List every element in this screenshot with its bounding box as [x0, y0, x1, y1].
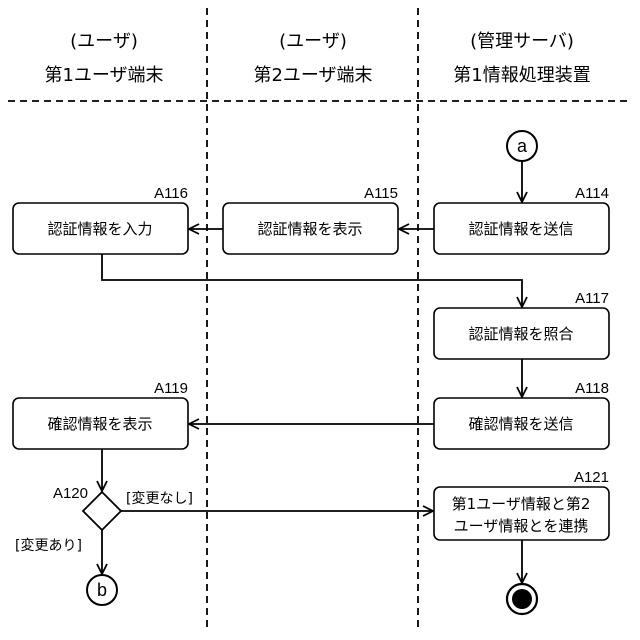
lane-2-role: (ユーザ): [279, 31, 347, 52]
step-a121-label-line2: ユーザ情報とを連携: [454, 517, 589, 535]
step-a117-label: 認証情報を照合: [468, 325, 573, 343]
step-a115-id: A115: [364, 185, 398, 202]
step-a119-id: A119: [154, 380, 188, 397]
connector-a: a: [507, 131, 537, 161]
connector-b-label: b: [97, 580, 107, 600]
step-a118-label: 確認情報を送信: [468, 415, 573, 433]
guard-no-change: [変更なし]: [126, 490, 193, 507]
step-a115-label: 認証情報を表示: [257, 220, 362, 238]
lane-2-name: 第2ユーザ端末: [253, 65, 372, 86]
step-a118-id: A118: [575, 380, 609, 397]
lane-1-role: (ユーザ): [70, 31, 138, 52]
lane-3-role: (管理サーバ): [470, 31, 574, 52]
decision-a120-id: A120: [53, 485, 88, 502]
arrow-a116-to-a117: [102, 254, 522, 307]
step-a116-id: A116: [154, 185, 188, 202]
lane-3-name: 第1情報処理装置: [453, 65, 590, 86]
connector-a-label: a: [517, 136, 528, 156]
step-a114-label: 認証情報を送信: [468, 220, 573, 238]
decision-a120-diamond: [83, 492, 121, 530]
step-a119-label: 確認情報を表示: [47, 415, 152, 433]
guard-changed: [変更あり]: [15, 537, 82, 554]
lane-1-name: 第1ユーザ端末: [44, 65, 163, 86]
step-a114-id: A114: [575, 185, 609, 202]
step-a116-label: 認証情報を入力: [47, 220, 152, 238]
final-node: [507, 584, 537, 614]
step-a121-id: A121: [574, 469, 609, 486]
step-a121-label-line1: 第1ユーザ情報と第2: [452, 495, 591, 513]
step-a117-id: A117: [575, 290, 609, 307]
connector-b: b: [87, 575, 117, 605]
lane-headers: (ユーザ) 第1ユーザ端末 (ユーザ) 第2ユーザ端末 (管理サーバ) 第1情報…: [44, 31, 590, 86]
